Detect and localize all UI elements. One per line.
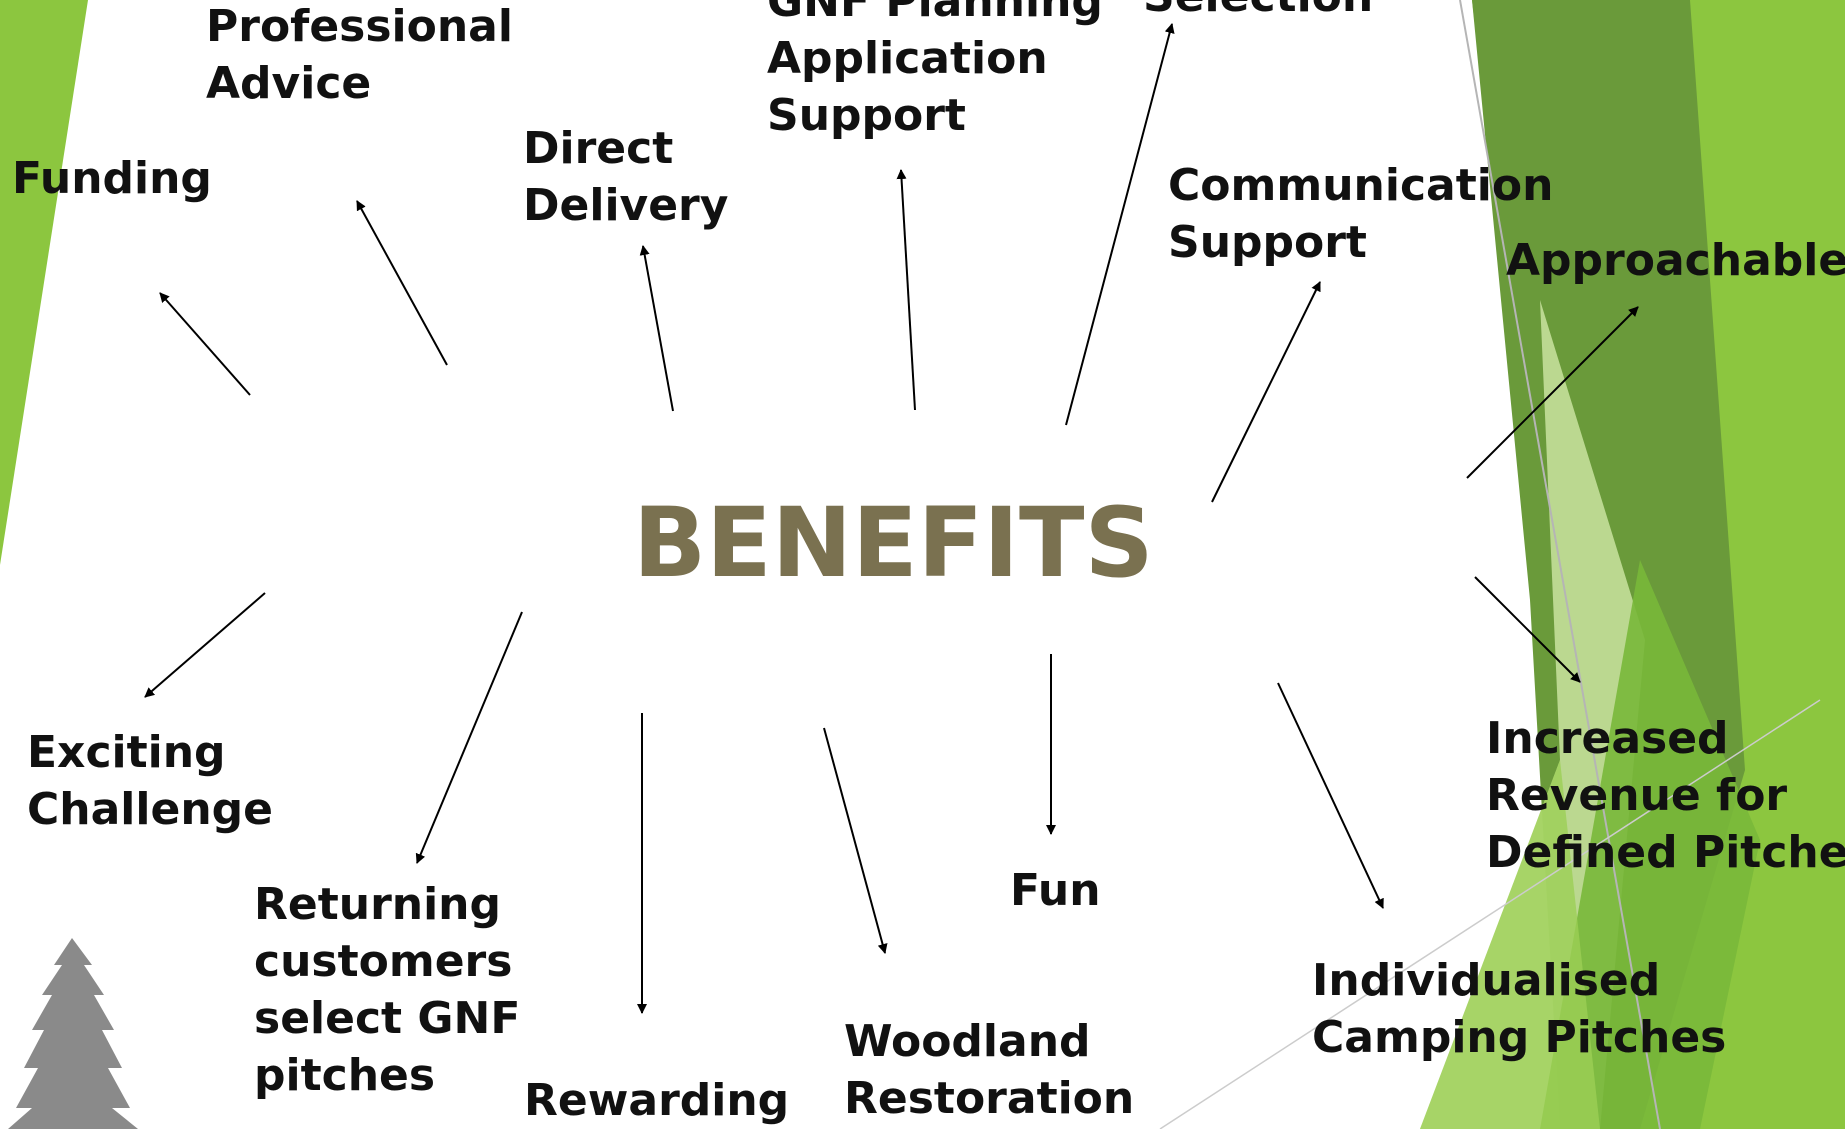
label-selection: Selection [1143,0,1373,25]
arrow-returning-customers [415,611,523,864]
label-rewarding: Rewarding [524,1075,790,1126]
label-individualised-camping: Individualised Camping Pitches [1312,955,1727,1063]
label-returning-customers: Returning customers select GNF pitches [254,879,521,1101]
label-increased-revenue: Increased Revenue for Defined Pitches [1486,713,1845,878]
label-exciting-challenge: Exciting Challenge [27,727,273,835]
tree-icon [8,938,138,1129]
thin-gray-line-2 [1159,699,1821,1129]
label-approachable: Approachable [1506,235,1845,286]
label-communication-support: Communication Support [1168,160,1554,268]
arrow-exciting-challenge [144,592,266,698]
right-green-facet-lower [1420,760,1600,1129]
right-green-facet-mid [1540,560,1760,1129]
label-woodland-restoration: Woodland Restoration [844,1016,1135,1124]
thin-gray-line [1459,0,1661,1129]
label-fun: Fun [1010,865,1101,916]
arrow-professional-advice [356,200,448,366]
arrow-increased-revenue [1474,576,1581,683]
label-gnf-planning: GNF Planning Application Support [767,0,1103,141]
arrow-direct-delivery [639,245,674,412]
label-direct-delivery: Direct Delivery [523,123,729,231]
arrow-woodland-restoration [823,727,888,954]
page-title: BENEFITS [633,487,1154,599]
left-green-band [0,0,88,565]
arrow-selection [1065,23,1175,426]
arrow-funding [159,292,251,396]
label-professional-advice: Professional Advice [206,1,513,109]
arrow-individualised-camping [1277,682,1384,909]
label-funding: Funding [12,153,212,204]
arrow-approachable [1466,306,1639,479]
arrow-communication-support [1211,281,1321,503]
arrow-gnf-planning [896,169,916,411]
